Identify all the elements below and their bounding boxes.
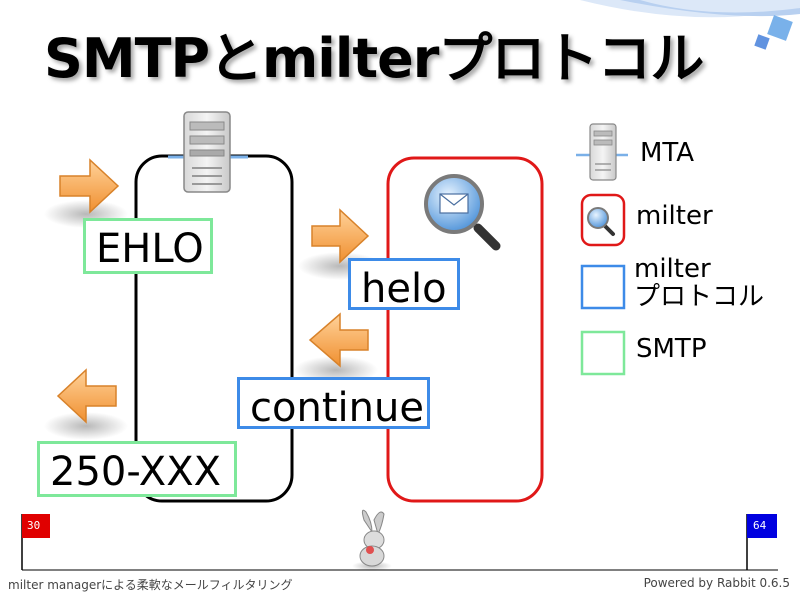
legend-green-square-icon	[580, 330, 626, 376]
legend-smtp-text: SMTP	[636, 334, 707, 364]
arrow-continue	[294, 312, 378, 384]
milter-magnifier-icon	[424, 174, 501, 251]
page-start-number: 30	[27, 519, 41, 532]
legend-blue-square-icon	[580, 264, 626, 310]
page-end-number: 64	[753, 519, 767, 532]
smtp-response-label: 250-XXX	[37, 441, 237, 497]
footer-title: milter managerによる柔軟なメールフィルタリング	[8, 578, 293, 592]
flag-end	[747, 514, 777, 538]
rabbit-icon	[352, 509, 392, 571]
arrow-out-response	[44, 368, 128, 440]
milter-helo-label: helo	[348, 258, 460, 310]
legend-milter-protocol-line2: プロトコル	[634, 282, 765, 312]
legend-milter-icon	[580, 193, 626, 247]
mta-server-icon	[168, 111, 248, 193]
milter-box	[386, 156, 544, 503]
footer-powered-by: Powered by Rabbit 0.6.5	[643, 576, 790, 590]
legend-milter-text: milter	[636, 201, 713, 231]
corner-decoration	[580, 0, 800, 50]
milter-continue-label: continue	[237, 377, 430, 429]
legend-mta-text: MTA	[640, 138, 695, 168]
legend-server-icon	[576, 123, 628, 181]
legend-milter-protocol-line1: milter	[634, 254, 711, 284]
flag-start	[22, 514, 50, 538]
smtp-ehlo-label: EHLO	[83, 218, 213, 274]
slide-title: SMTPとmilterプロトコル	[44, 27, 704, 90]
